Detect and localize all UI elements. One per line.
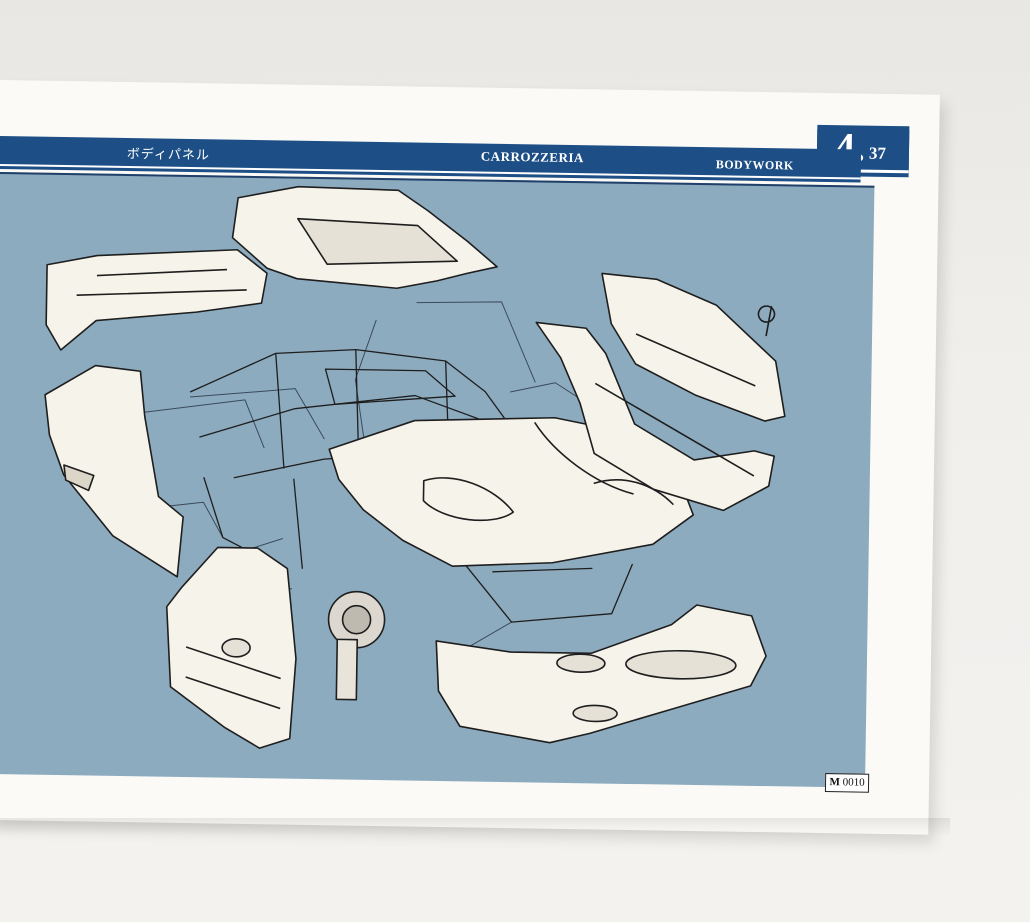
page-number-minor: 37 [868, 143, 887, 163]
right-door-panel [601, 272, 786, 422]
page-shadow-edge [0, 818, 950, 836]
section-title-english: BODYWORK [715, 157, 794, 173]
front-wheel-hub [327, 590, 386, 701]
right-side-skirt-panel [535, 321, 775, 512]
left-side-skirt-panel [44, 364, 184, 578]
rear-bumper-panel [45, 248, 268, 351]
figure-reference-prefix: M [829, 776, 840, 789]
manual-page: 4. 37 ボディパネル CARROZZERIA BODYWORK [0, 80, 940, 835]
section-title-japanese: ボディパネル [126, 147, 211, 164]
figure-reference-code: M 0010 [824, 773, 870, 793]
bodywork-drawing [44, 185, 786, 749]
section-header-bar: ボディパネル CARROZZERIA BODYWORK [0, 135, 862, 180]
section-title-italian: CARROZZERIA [480, 148, 584, 166]
exploded-bodywork-illustration [0, 171, 875, 788]
leader-lines [114, 301, 596, 652]
front-bumper-panel [435, 604, 767, 744]
figure-reference-number: 0010 [842, 776, 865, 789]
